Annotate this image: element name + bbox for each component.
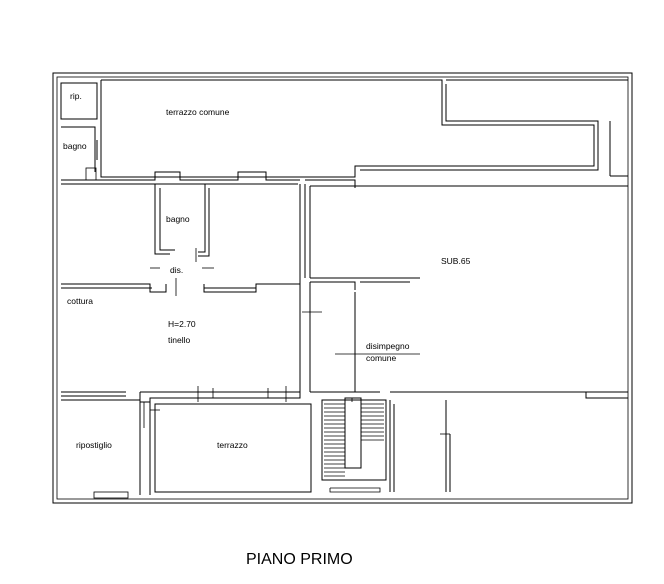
terrace-common-walls	[100, 79, 628, 178]
drawing-title: PIANO PRIMO	[246, 551, 353, 568]
bathroom-walls	[150, 184, 214, 269]
interior-walls-upper	[61, 171, 628, 188]
label-terrazzo: terrazzo	[217, 440, 248, 450]
small-bathroom-walls	[61, 126, 98, 181]
terrace-walls	[149, 386, 312, 495]
label-comune: comune	[366, 353, 397, 363]
outer-walls	[52, 72, 633, 504]
living-walls	[61, 278, 420, 392]
label-terrazzo-comune: terrazzo comune	[166, 107, 230, 117]
label-dis: dis.	[170, 265, 183, 275]
label-tinello: tinello	[168, 335, 190, 345]
unit-walls	[389, 400, 451, 492]
storage-walls	[61, 399, 160, 499]
label-cottura: cottura	[67, 296, 93, 306]
label-disimpegno: disimpegno	[366, 341, 410, 351]
label-bagno-small: bagno	[63, 141, 87, 151]
closet-walls	[60, 82, 98, 120]
corridor-walls	[299, 184, 420, 392]
staircase	[321, 397, 387, 493]
label-sub: SUB.65	[441, 256, 471, 266]
label-bagno: bagno	[166, 214, 190, 224]
label-rip: rip.	[70, 91, 82, 101]
label-height: H=2.70	[168, 319, 196, 329]
label-ripostiglio: ripostiglio	[76, 440, 112, 450]
